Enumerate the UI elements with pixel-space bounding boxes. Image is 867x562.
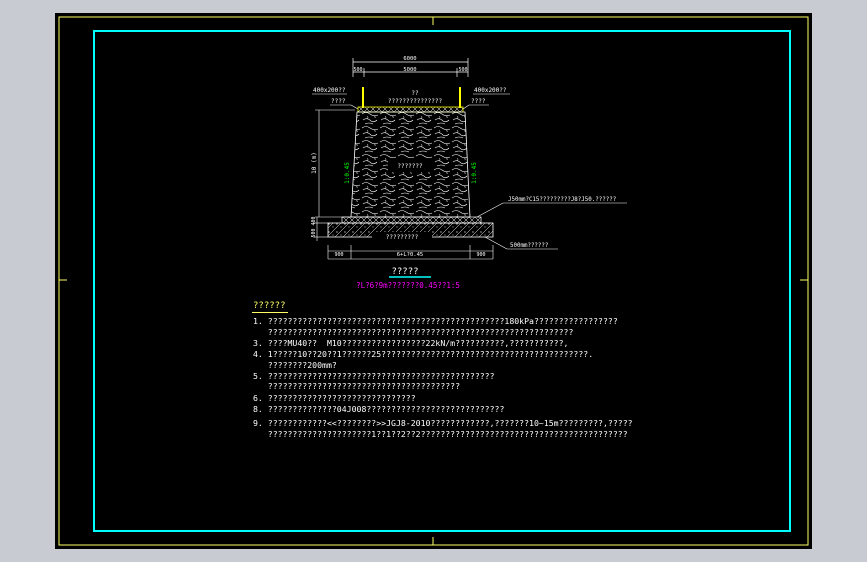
wall-body-label: ??????? — [397, 163, 423, 170]
left-cap-label: 400x200?? — [313, 87, 346, 94]
note-line: ????????200mm? — [253, 360, 337, 370]
cushion-layer — [341, 216, 482, 224]
base-label: ????????? — [386, 234, 419, 241]
bottom-dim-left: 900 — [334, 252, 343, 258]
note-line: 9. ????????????<<????????>>JGJ8-2010????… — [253, 418, 633, 428]
note-line: ?????????????????????1??1??2??2?????????… — [253, 429, 628, 439]
right-cap-label: 400x200?? — [474, 87, 507, 94]
dim-top-middle: 5000 — [403, 67, 416, 73]
notes-heading-underline — [252, 312, 288, 313]
base-dim-left: 500 — [311, 228, 317, 237]
notes-heading: ?????? — [253, 301, 286, 311]
note-line: 8. ??????????????04J008?????????????????… — [253, 404, 505, 414]
note-line: 4. 1?????10??20??1??????25??????????????… — [253, 349, 594, 359]
note-line: 1. ?????????????????????????????????????… — [253, 316, 618, 326]
top-center-sub: ??????????????? — [388, 98, 443, 105]
parapet-posts — [362, 87, 461, 108]
note-line: 5. ?????????????????????????????????????… — [253, 371, 495, 381]
bottom-right-label: 500mm?????? — [510, 243, 548, 249]
inner-border — [93, 30, 791, 532]
bottom-dim-right: 900 — [476, 252, 485, 258]
note-line: ????????????????????????????????????????… — [253, 327, 574, 337]
note-line: ??????????????????????????????????????? — [253, 381, 461, 391]
top-dimensions — [352, 58, 469, 77]
bottom-dimensions — [327, 245, 494, 260]
drawing-sheet: 6000 500 5000 500 400x200?? ???? 400x200… — [55, 13, 812, 549]
scale-text: ?L?6?9m???????0.45??1:5 — [356, 281, 460, 290]
note-line: 6. ?????????????????????????????? — [253, 393, 416, 403]
left-cap-sub: ???? — [331, 98, 346, 105]
wall-cap — [357, 106, 464, 113]
right-cap-sub: ???? — [471, 98, 486, 105]
dim-overall: 6000 — [403, 56, 416, 62]
dim-top-right: 500 — [458, 67, 467, 73]
base-dim-small: 400 — [311, 216, 317, 225]
cushion-label: J50mm?C15?????????J8?J50.?????? — [508, 197, 616, 203]
height-label: 10 (m) — [311, 152, 318, 174]
section-title: ????? — [391, 267, 418, 277]
slope-right: 1:0.45 — [471, 162, 478, 184]
bottom-dim-middle: 6+L?0.45 — [397, 252, 424, 258]
note-line: 3. ????MU40?? M10?????????????????22kN/m… — [253, 338, 569, 348]
cad-drawing: 6000 500 5000 500 400x200?? ???? 400x200… — [58, 16, 809, 546]
slope-left: 1:0.45 — [344, 162, 351, 184]
base-left-dims — [313, 217, 328, 241]
top-center-label: ?? — [411, 90, 419, 97]
dim-top-left: 500 — [353, 67, 362, 73]
